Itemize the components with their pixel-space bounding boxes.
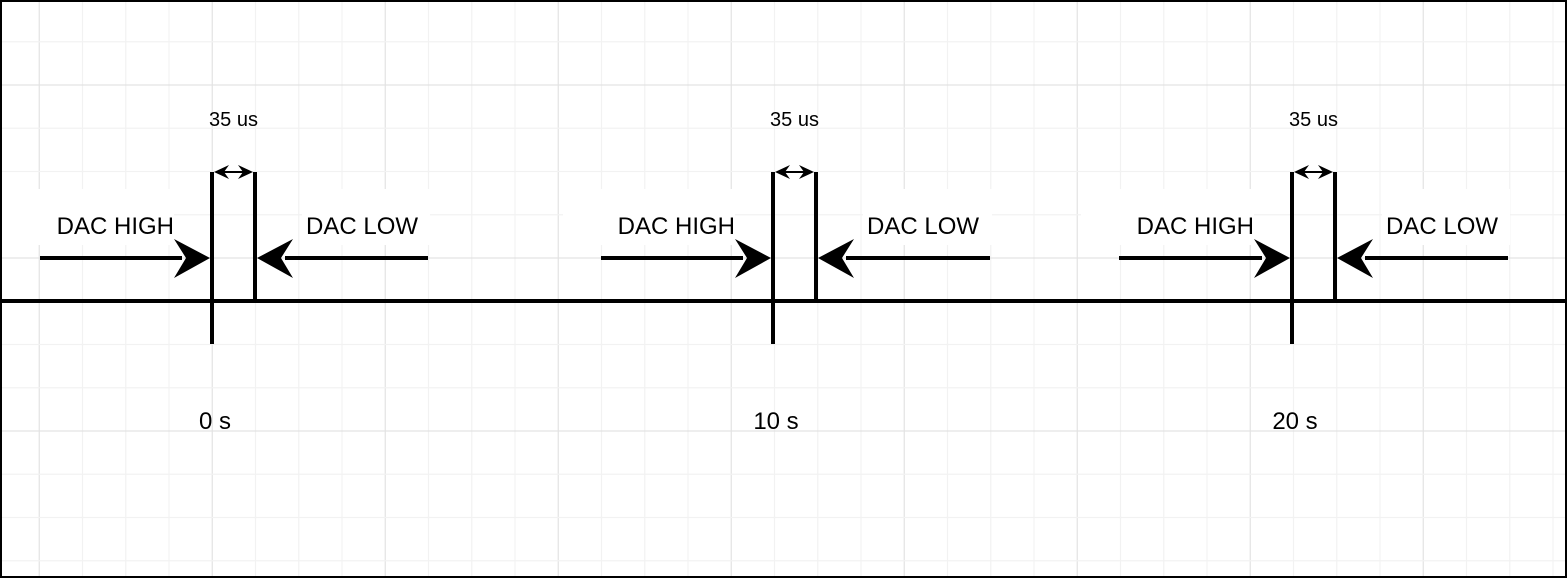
label-background xyxy=(863,189,992,245)
dac-low-label: DAC LOW xyxy=(1386,213,1498,240)
pulse-event: 35 us DAC HIGH DAC LOW 0 s xyxy=(2,109,430,435)
label-background xyxy=(302,189,430,245)
pulse-width-label: 35 us xyxy=(209,109,258,131)
dac-high-label: DAC HIGH xyxy=(618,213,735,240)
arrow-right-icon xyxy=(174,239,210,278)
arrowhead-left-icon xyxy=(214,165,229,179)
dac-low-label: DAC LOW xyxy=(867,213,979,240)
label-background xyxy=(1081,189,1254,245)
arrowhead-left-icon xyxy=(1294,165,1309,179)
arrow-left-icon xyxy=(257,239,293,278)
label-background xyxy=(2,189,174,245)
arrowhead-right-icon xyxy=(799,165,814,179)
time-label: 0 s xyxy=(199,408,231,435)
events: 35 us DAC HIGH DAC LOW 0 s 35 us DAC HIGH DAC … xyxy=(2,109,1510,435)
dac-high-label: DAC HIGH xyxy=(57,213,174,240)
pulse-event: 35 us DAC HIGH DAC LOW 20 s xyxy=(1081,109,1510,435)
arrowhead-right-icon xyxy=(238,165,253,179)
dac-high-label: DAC HIGH xyxy=(1137,213,1254,240)
arrow-left-icon xyxy=(818,239,854,278)
pulse-width-label: 35 us xyxy=(1289,109,1338,131)
pulse-event: 35 us DAC HIGH DAC LOW 10 s xyxy=(563,109,992,435)
time-label: 20 s xyxy=(1272,408,1317,435)
pulse-width-label: 35 us xyxy=(770,109,819,131)
arrow-right-icon xyxy=(735,239,771,278)
arrow-right-icon xyxy=(1254,239,1290,278)
arrow-left-icon xyxy=(1337,239,1373,278)
time-label: 10 s xyxy=(753,408,798,435)
label-background xyxy=(1382,189,1510,245)
dac-low-label: DAC LOW xyxy=(306,213,418,240)
arrowhead-right-icon xyxy=(1318,165,1333,179)
arrowhead-left-icon xyxy=(775,165,790,179)
label-background xyxy=(563,189,735,245)
